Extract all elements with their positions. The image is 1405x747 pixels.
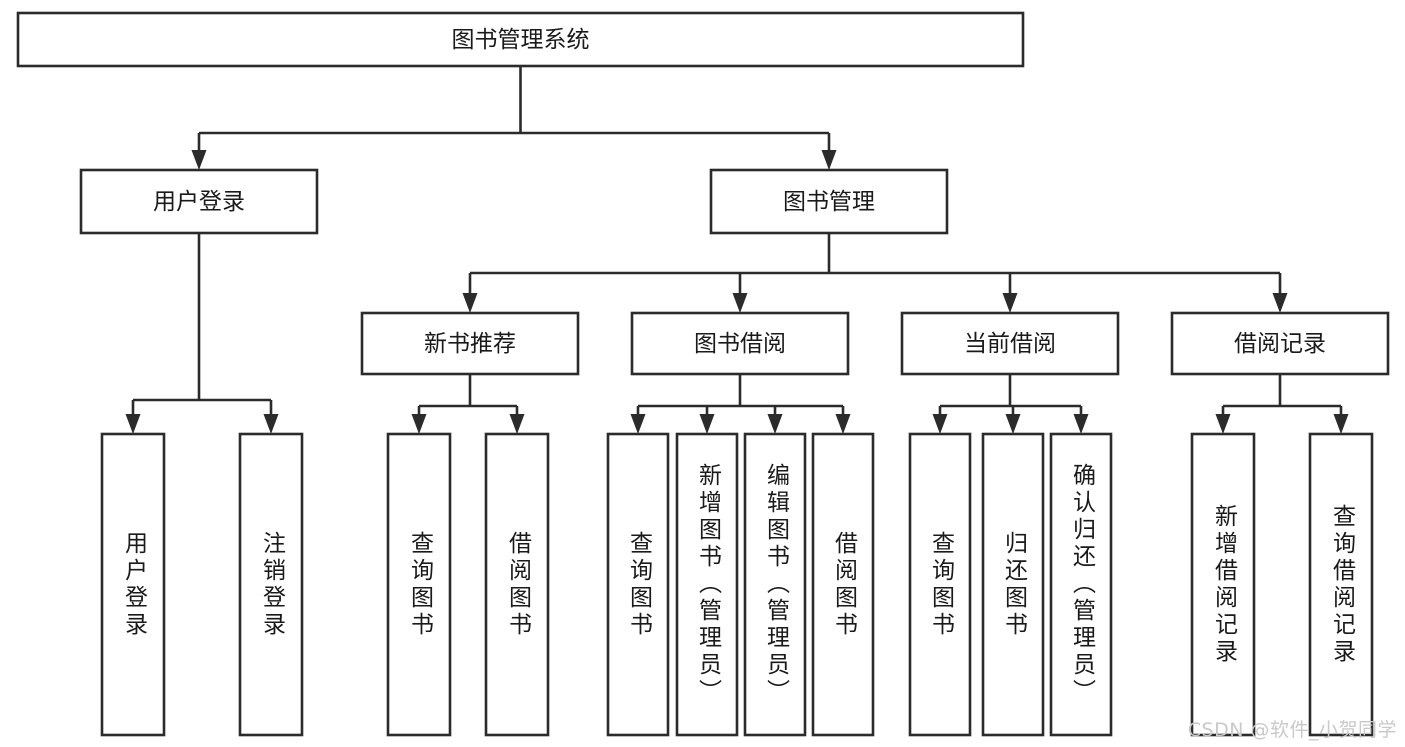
node-leaf-4[interactable] <box>606 432 670 737</box>
edge-record-branch-0 <box>1215 406 1231 434</box>
node-l3-2-label: 当前借阅 <box>964 331 1056 357</box>
node-leaf-10[interactable] <box>1049 432 1113 737</box>
edge-layer <box>125 66 1349 434</box>
node-leaf-1[interactable] <box>238 432 304 737</box>
node-l3-2[interactable]: 当前借阅 <box>900 311 1120 376</box>
node-l3-1-label: 图书借阅 <box>694 331 786 357</box>
edge-borrow-branch-0 <box>630 406 646 434</box>
edge-root-branch-1 <box>821 133 837 170</box>
node-leaf-7[interactable] <box>811 432 875 737</box>
edge-books-branch-3 <box>1272 273 1288 313</box>
node-l3-0[interactable]: 新书推荐 <box>360 311 580 376</box>
node-leaf-3[interactable] <box>484 432 550 737</box>
node-leaf-2[interactable] <box>386 432 452 737</box>
node-leaf-5[interactable] <box>675 432 739 737</box>
node-root-label: 图书管理系统 <box>452 27 590 53</box>
node-leaf-11[interactable] <box>1190 432 1256 737</box>
edge-newbook-branch-1 <box>509 406 525 434</box>
node-l3-3-label: 借阅记录 <box>1234 331 1326 357</box>
node-l2-1-label: 图书管理 <box>783 189 875 215</box>
edge-current-branch-2 <box>1073 406 1089 434</box>
edge-books-branch-2 <box>1002 273 1018 313</box>
node-l3-1[interactable]: 图书借阅 <box>630 311 850 376</box>
node-l3-0-label: 新书推荐 <box>424 331 516 357</box>
edge-root-branch-0 <box>191 133 207 170</box>
node-l2-0-label: 用户登录 <box>153 189 245 215</box>
node-l3-3[interactable]: 借阅记录 <box>1170 311 1390 376</box>
edge-borrow-branch-3 <box>835 406 851 434</box>
node-l2-0[interactable]: 用户登录 <box>79 168 319 235</box>
edge-newbook-branch-0 <box>411 406 427 434</box>
node-leaf-0[interactable] <box>100 432 166 737</box>
edge-books-branch-1 <box>732 273 748 313</box>
node-leaf-12[interactable] <box>1308 432 1374 737</box>
node-leaf-8[interactable] <box>908 432 972 737</box>
edge-record-branch-1 <box>1333 406 1349 434</box>
edge-current-branch-0 <box>932 406 948 434</box>
edge-login-branch-1 <box>263 400 279 434</box>
node-leaf-6[interactable] <box>743 432 807 737</box>
edge-login-branch-0 <box>125 400 141 434</box>
node-root[interactable]: 图书管理系统 <box>16 11 1025 68</box>
edge-borrow-branch-1 <box>699 406 715 434</box>
watermark-text: CSDN @软件_小贺同学 <box>1187 719 1397 741</box>
edge-books-branch-0 <box>462 273 478 313</box>
node-l2-1[interactable]: 图书管理 <box>709 168 949 235</box>
edge-current-branch-1 <box>1005 406 1021 434</box>
node-leaf-9[interactable] <box>981 432 1045 737</box>
edge-borrow-branch-2 <box>767 406 783 434</box>
